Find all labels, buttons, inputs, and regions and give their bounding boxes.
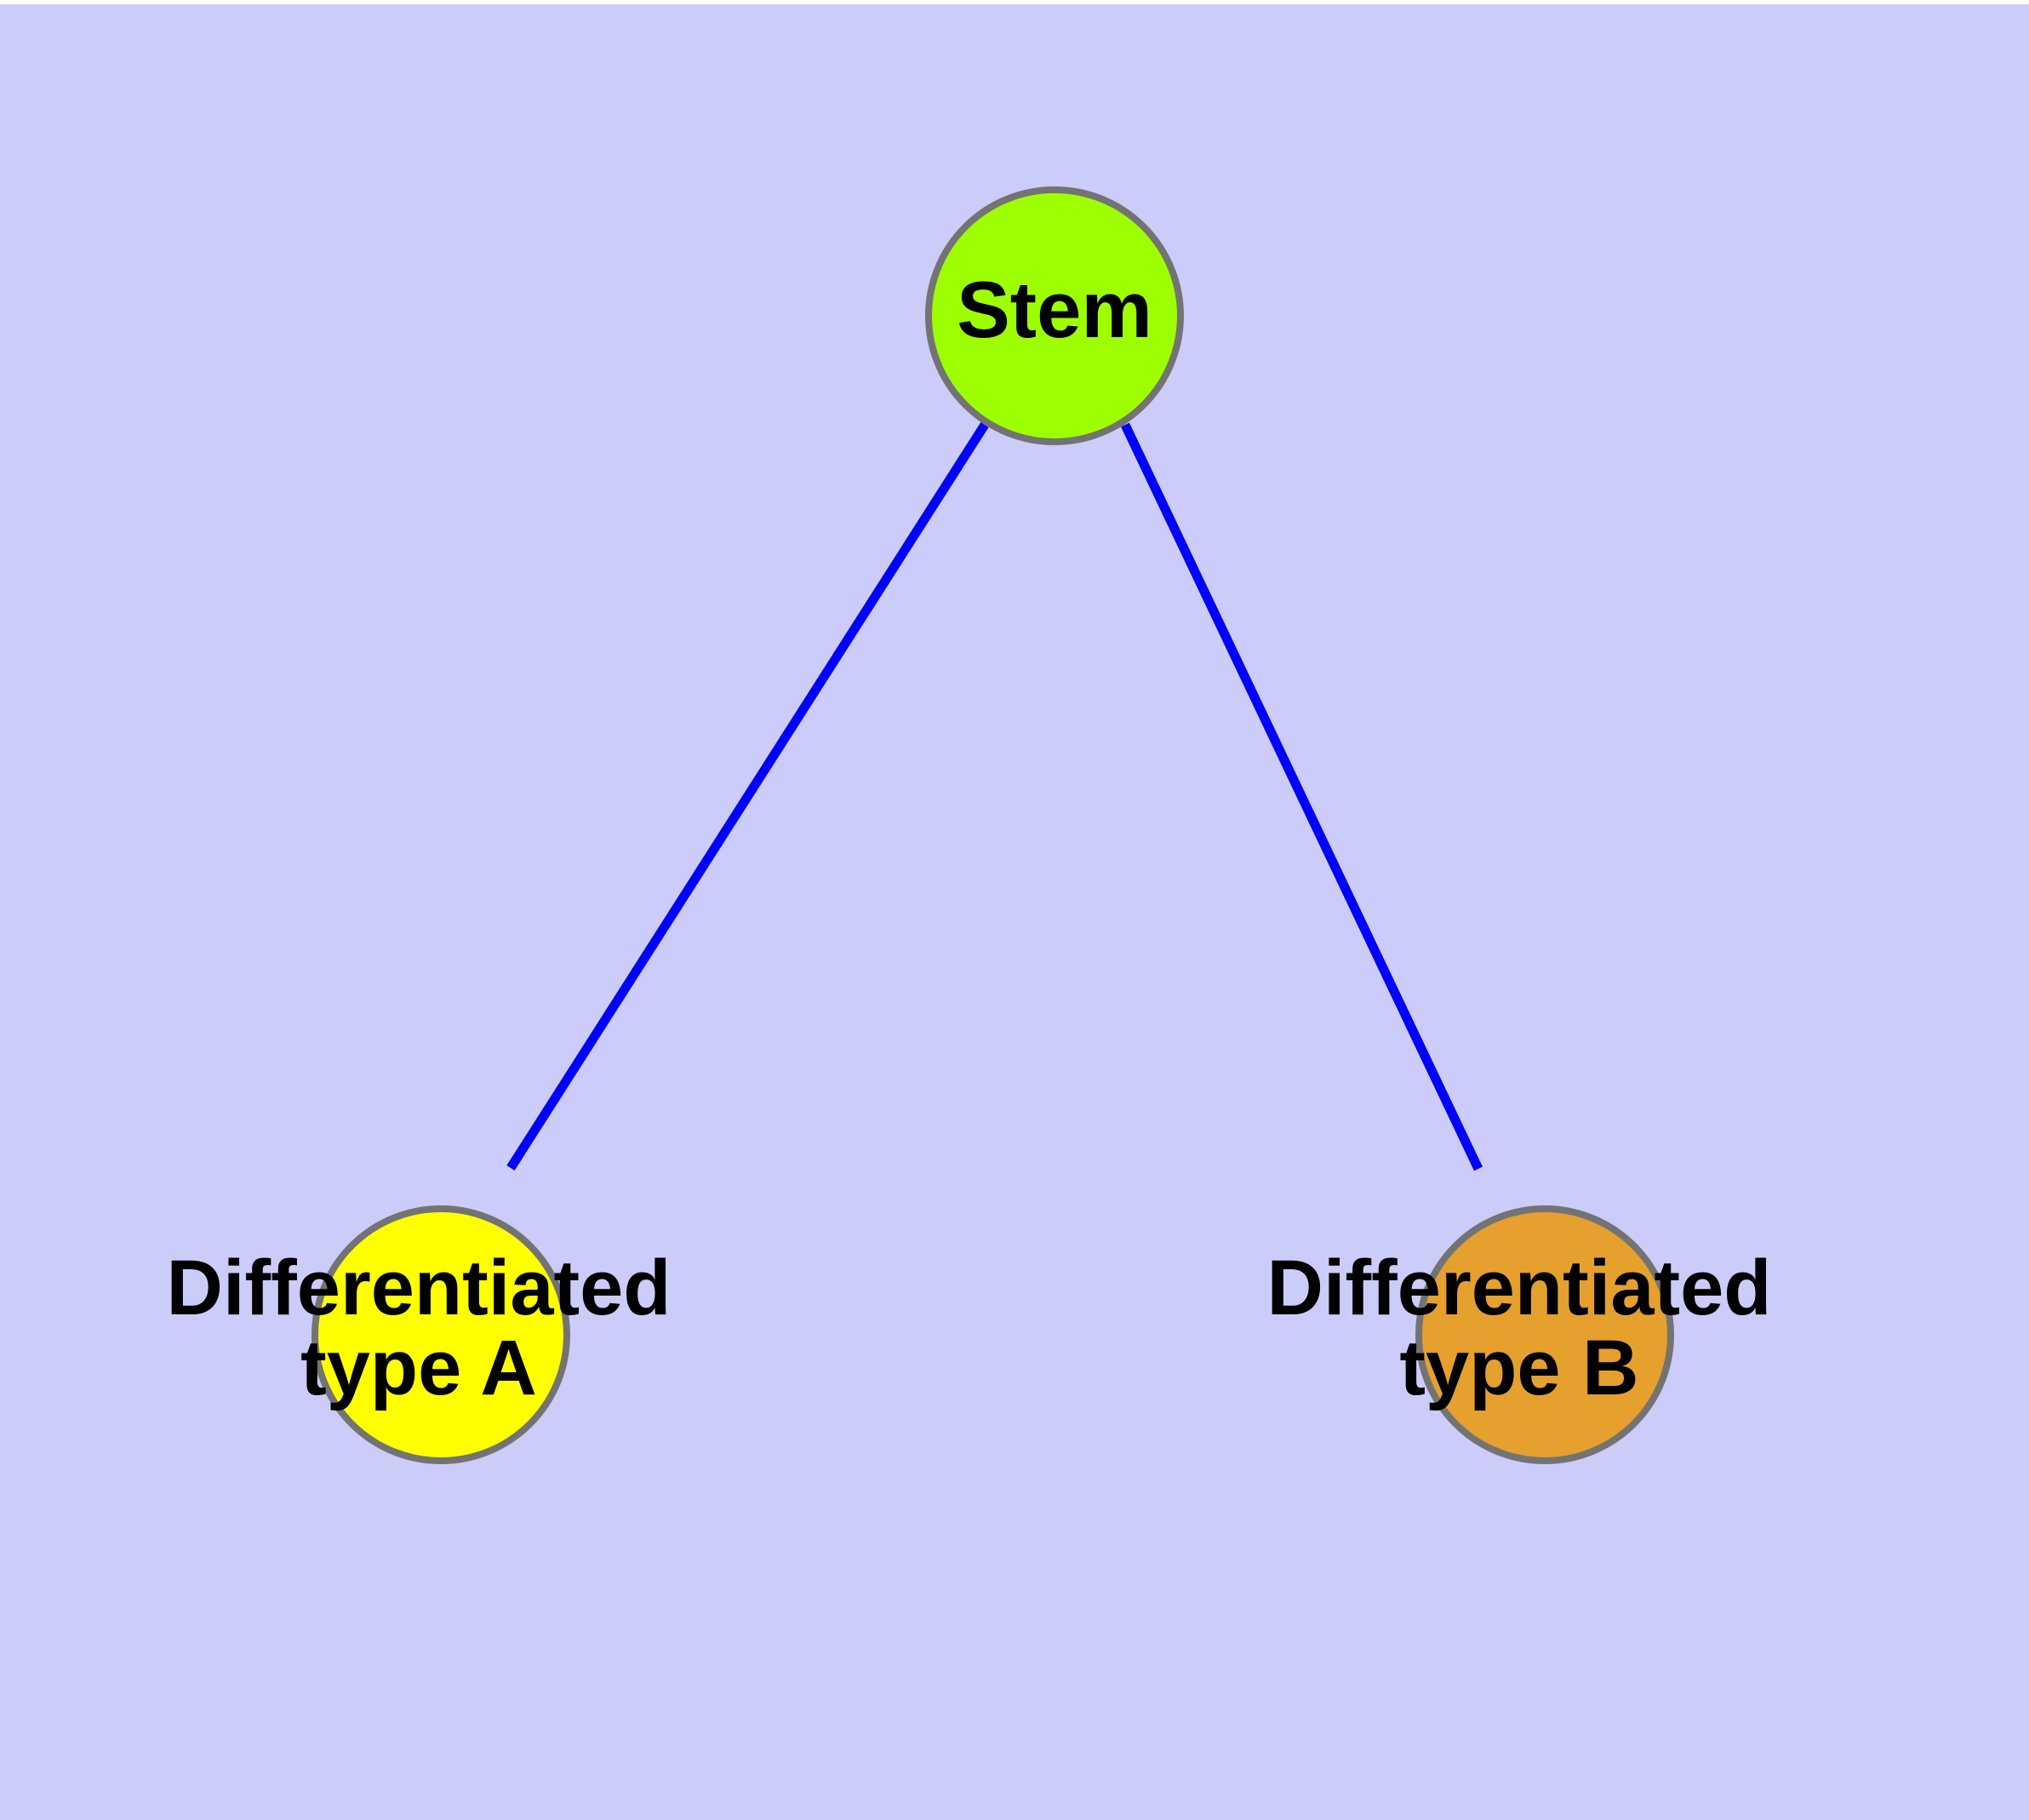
edge-stem-diff-a <box>506 422 989 1170</box>
node-diff-b-circle[interactable] <box>1415 1205 1674 1464</box>
node-stem-circle[interactable] <box>925 186 1184 445</box>
edge-stem-diff-b <box>1121 422 1483 1171</box>
node-diff-a-circle[interactable] <box>311 1205 570 1464</box>
canvas-top-margin <box>0 0 2029 4</box>
